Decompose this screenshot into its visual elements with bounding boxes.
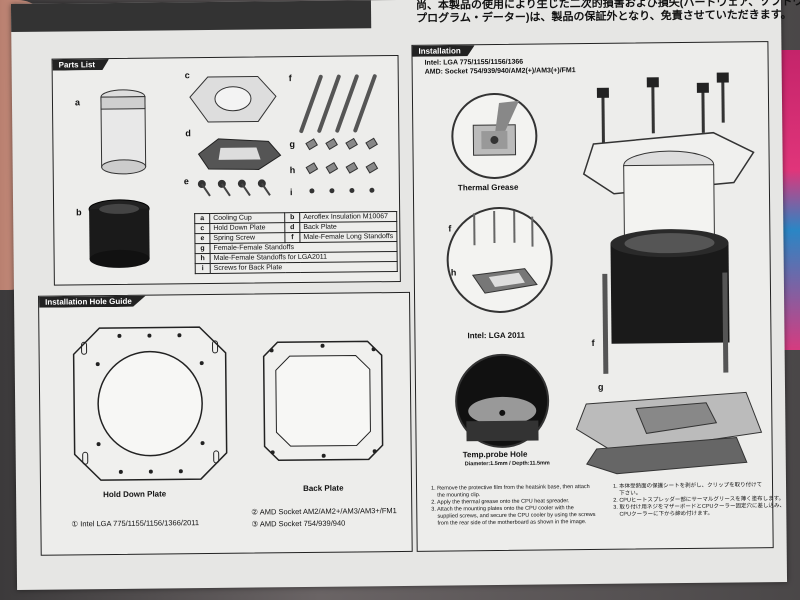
parts-list-title: Parts List: [53, 59, 110, 71]
dark-header-block: [10, 0, 372, 33]
temp-probe-label: Temp.probe Hole: [462, 449, 528, 460]
step-label-g-main: g: [597, 381, 604, 392]
back-plate-drawing: [197, 138, 282, 170]
amd-socket-line: AMD: Socket 754/939/940/AM2(+)/AM3(+)/FM…: [424, 67, 576, 76]
parts-list-panel: Parts List a b c d e f: [51, 54, 401, 286]
small-standoffs-drawing: [305, 137, 379, 194]
instructions-japanese: 1. 本体受熱面の保護シートを剥がし、クリップを取り付けて 下さい。 2. CP…: [613, 482, 786, 518]
hold-down-plate-label: Hold Down Plate: [103, 489, 167, 500]
long-standoffs-drawing: [299, 74, 377, 134]
back-plate-diagram: [262, 340, 384, 462]
back-plate-label: Back Plate: [302, 483, 344, 494]
part-letter-i: i: [289, 187, 293, 198]
cooler-exploded-view: [575, 72, 763, 475]
part-letter-g: g: [289, 139, 295, 150]
installation-title: Installation: [412, 45, 474, 57]
part-letter-b: b: [76, 207, 82, 218]
legend-intel: ① Intel LGA 775/1155/1156/1366/2011: [71, 518, 200, 529]
part-letter-a: a: [74, 97, 81, 108]
lga2011-circle: [446, 206, 553, 313]
step-label-f-main: f: [591, 337, 595, 348]
japanese-disclaimer: 尚、本製品の使用により生じた二次的損害および損失(ハードウェア、ソフトウェア、 …: [415, 0, 800, 25]
spring-screws-drawing: [197, 179, 271, 197]
temp-probe-dims: Diameter:1.5mm / Depth:11.5mm: [464, 460, 550, 468]
thermal-grease-label: Thermal Grease: [457, 182, 519, 193]
intel-2011-label: Intel: LGA 2011: [467, 330, 525, 341]
legend-amd-am2: ② AMD Socket AM2/AM2+/AM3/AM3+/FM1: [251, 506, 397, 517]
part-letter-h: h: [289, 165, 296, 176]
hold-down-plate-diagram: [72, 326, 228, 481]
temp-probe-circle: [455, 353, 550, 448]
legend-amd-754: ③ AMD Socket 754/939/940: [251, 518, 346, 529]
installation-panel: Installation Intel: LGA 775/1155/1156/13…: [411, 41, 785, 552]
step-label-h: h: [450, 267, 457, 278]
insulation-drawing: [88, 199, 150, 268]
cooling-cup-drawing: [100, 89, 147, 175]
part-letter-e: e: [183, 176, 189, 187]
hole-guide-title: Installation Hole Guide: [39, 296, 146, 308]
intel-socket-line: Intel: LGA 775/1155/1156/1366: [424, 58, 524, 67]
instruction-sheet: 尚、本製品の使用により生じた二次的損害および損失(ハードウェア、ソフトウェア、 …: [10, 0, 800, 591]
step-label-f: f: [448, 223, 452, 234]
hold-down-plate-drawing: [189, 75, 277, 123]
instructions-english: 1. Remove the protective film from the h…: [431, 484, 596, 527]
thermal-grease-circle: [451, 92, 538, 179]
hole-guide-panel: Installation Hole Guide Hold Down Plate …: [38, 291, 413, 556]
